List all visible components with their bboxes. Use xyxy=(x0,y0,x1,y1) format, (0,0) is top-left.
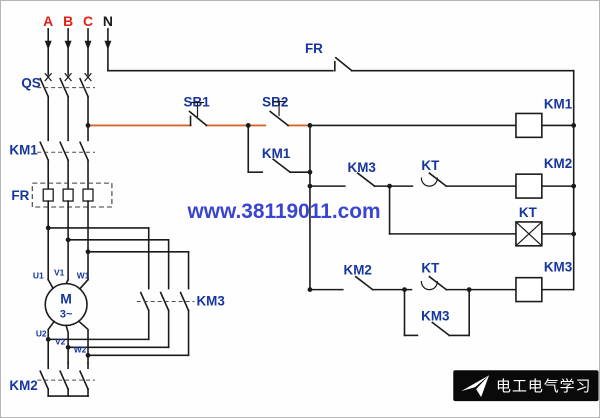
fr-heater-element xyxy=(62,188,74,202)
km2-coil-label: KM2 xyxy=(544,156,572,171)
km2-main-contacts: KM2 xyxy=(9,362,95,397)
km1-main-contacts: KM1 xyxy=(9,141,95,190)
km3-coil-label: KM3 xyxy=(544,260,572,275)
km1-aux-contact: KM1 xyxy=(247,124,311,174)
terminal-u2: U2 xyxy=(36,328,47,338)
junction-dots xyxy=(45,123,577,358)
km2-main-label: KM2 xyxy=(9,378,37,393)
km1-aux-label: KM1 xyxy=(262,146,291,161)
arrow-down-icon xyxy=(44,40,52,50)
fr-thermal-relay: FR xyxy=(11,182,113,281)
motor-system: 3~ xyxy=(60,308,72,320)
footer-title: 电工电气学习 xyxy=(496,378,591,395)
qs-terminal-cross xyxy=(44,72,53,82)
qs-disconnect-switch: QS xyxy=(21,72,95,142)
footer-bar xyxy=(453,370,599,402)
qs-terminal-cross xyxy=(64,72,72,82)
km3-main-contacts: KM3 xyxy=(136,227,225,357)
kt-coil-label: KT xyxy=(519,205,538,220)
kt-coil: KT xyxy=(388,185,575,247)
rung-km3-coil: KM2 KT KM3 KM3 xyxy=(309,260,575,337)
fr-contact-label: FR xyxy=(305,41,323,56)
km3-interlock-label: KM3 xyxy=(348,160,376,175)
sb2-start-button: SB2 xyxy=(262,94,290,127)
kt-top-label: KT xyxy=(421,158,440,173)
kt-contact-blade xyxy=(428,172,448,188)
terminal-w2: W2 xyxy=(74,344,87,354)
terminal-v1: V1 xyxy=(54,268,65,278)
phase-taps-to-km3 xyxy=(47,227,190,253)
qs-label: QS xyxy=(21,76,40,91)
phase-a-label: A xyxy=(43,13,53,29)
control-feed-wire xyxy=(87,124,517,291)
fr-dashed-box xyxy=(31,182,113,208)
three-phase-supply: A B C N xyxy=(43,13,113,76)
km1-main-label: KM1 xyxy=(9,142,38,157)
phase-c-label: C xyxy=(83,13,93,29)
km3-coil-box xyxy=(515,276,543,303)
neutral-label: N xyxy=(103,13,113,29)
kt-delay-arc xyxy=(420,281,438,291)
rung-km2-coil: KM3 KT KM2 xyxy=(309,156,575,199)
motor: M 3~ U1 V1 W1 xyxy=(33,268,90,327)
fr-heater-element xyxy=(82,188,94,202)
terminal-w1: W1 xyxy=(77,271,90,281)
kt-contact-blade xyxy=(428,275,448,291)
phase-b-label: B xyxy=(63,13,73,29)
km1-coil-label: KM1 xyxy=(544,96,573,111)
fr-contact-blade xyxy=(334,56,353,72)
km3-main-label: KM3 xyxy=(196,294,224,309)
terminal-u1: U1 xyxy=(33,271,44,281)
km1-coil-box xyxy=(515,112,543,139)
motor-bottom-wiring: U2 V2 W2 xyxy=(36,320,190,365)
km3-aux-label: KM3 xyxy=(421,308,449,323)
km2-interlock-label: KM2 xyxy=(344,263,372,278)
fr-heater-element xyxy=(42,188,54,202)
arrow-down-icon xyxy=(104,40,112,50)
control-top-rail: FR xyxy=(107,41,575,291)
watermark: www.38119011.com xyxy=(187,200,381,223)
kt-delay-arc xyxy=(420,177,438,187)
motor-symbol: M xyxy=(60,291,72,307)
km2-coil-box xyxy=(515,173,543,199)
km3-aux-blade xyxy=(431,321,451,337)
arrow-down-icon xyxy=(64,40,72,50)
terminal-v2: V2 xyxy=(55,336,66,346)
footer-badge: 电工电气学习 xyxy=(453,370,599,402)
km1-coil: KM1 xyxy=(515,96,575,139)
arrow-down-icon xyxy=(84,40,92,50)
km3-interlock-blade xyxy=(356,172,376,188)
fr-label: FR xyxy=(11,188,29,203)
km2-interlock-blade xyxy=(354,275,374,291)
kt-bottom-label: KT xyxy=(421,261,440,276)
sb1-stop-button: SB1 xyxy=(184,94,210,127)
qs-terminal-cross xyxy=(84,72,92,82)
